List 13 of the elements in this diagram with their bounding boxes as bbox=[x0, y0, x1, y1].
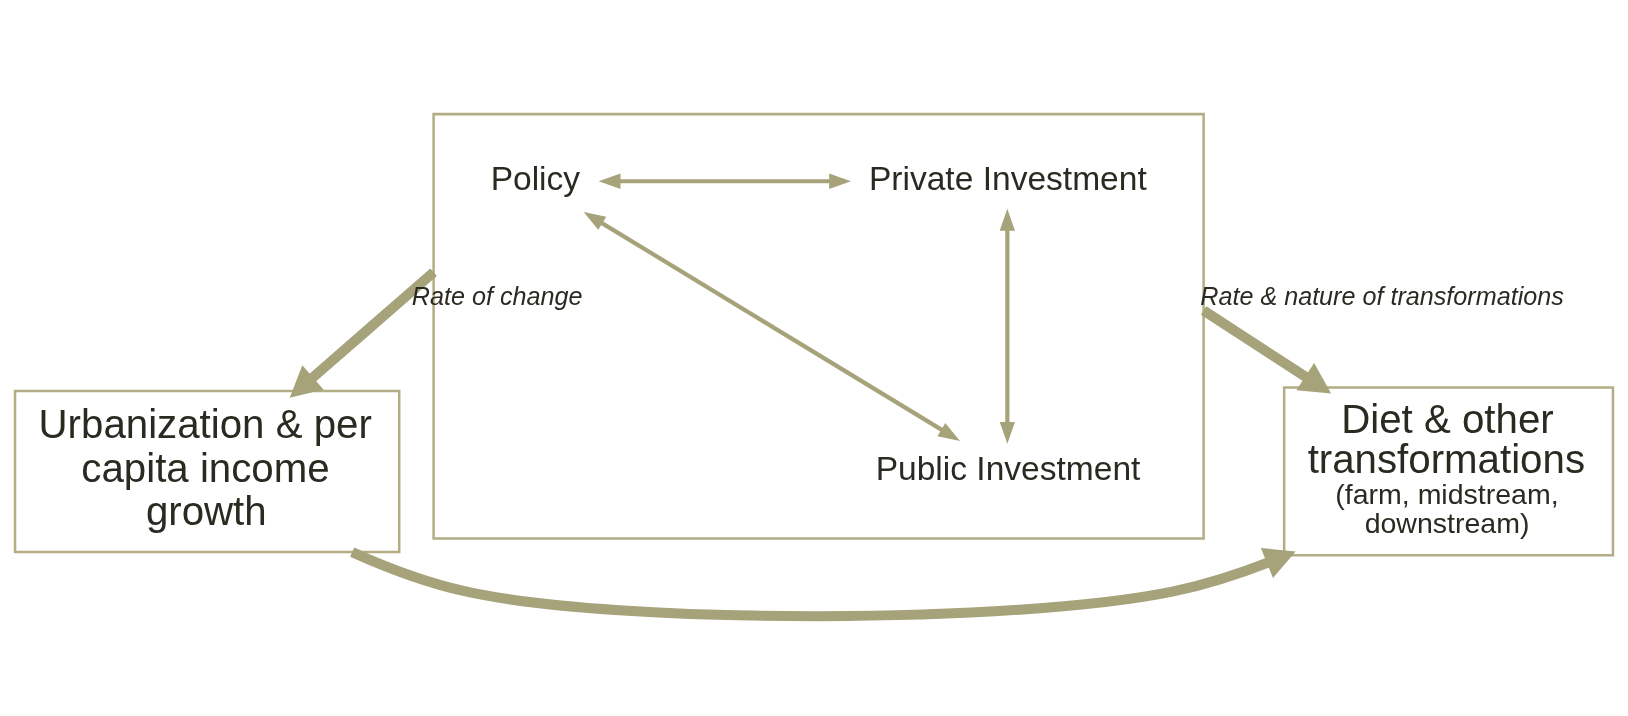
arrow bbox=[999, 208, 1015, 444]
arrow bbox=[350, 547, 1296, 621]
arrow bbox=[289, 267, 437, 398]
node-text: Public Investment bbox=[875, 449, 1141, 487]
arrow bbox=[1200, 305, 1332, 393]
edge-label: Rate & nature of transformations bbox=[1200, 281, 1564, 310]
node-box: Diet & other transformations (farm, midstream, downstream) bbox=[1282, 385, 1615, 557]
arrow bbox=[583, 211, 961, 441]
edge-label: Rate of change bbox=[411, 281, 583, 310]
node-box: Urbanization & per capita income growth bbox=[13, 389, 401, 553]
node-text: Private Investment bbox=[868, 159, 1147, 197]
arrow bbox=[598, 173, 851, 189]
node-text: Policy bbox=[490, 159, 581, 197]
